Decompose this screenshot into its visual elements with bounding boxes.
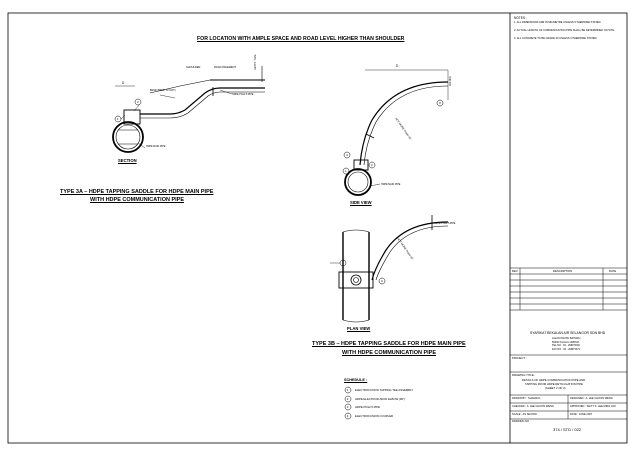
date-header: DATE <box>609 268 617 273</box>
saddle-band-plan <box>338 271 374 289</box>
schedule-item: ELECTROFUSION TAPPING TEE ASSEMBLY <box>355 387 414 392</box>
bend-label: BEND (BEND TO SUIT) <box>150 89 176 92</box>
schedule-no: 2 <box>346 396 349 401</box>
shoulder-label: SHOULDER <box>186 66 201 69</box>
note-1: 1. ALL DIMENSIONS ARE IN MILIMETRE UNLES… <box>514 21 602 24</box>
schedule-no: 3 <box>346 404 349 409</box>
balloon-num: 3 <box>439 100 441 105</box>
hdpe-pipe-label-3a: HDPE PN12.5 PIPE <box>232 93 254 96</box>
type-3b-title-line2: WITH HDPE COMMUNICATION PIPE <box>342 350 437 356</box>
designed-by: DESIGNED : A. LEE CHOON WENG <box>570 396 613 400</box>
depth-label: DEPTH / SIZE <box>254 54 257 70</box>
date: DATE : JUNE 2007 <box>570 412 593 416</box>
scale: SCALE : AS SHOWN <box>512 412 537 416</box>
notes-title: NOTES : <box>514 16 527 20</box>
schedule-no: 4 <box>346 413 349 418</box>
balloon-num: 1 <box>117 116 119 121</box>
address-line: 59200 KUALA LUMPUR. <box>552 340 580 344</box>
shoulder-line <box>149 79 211 94</box>
dim-d-label-side: D <box>396 64 399 68</box>
balloon-num: 3 <box>381 278 383 283</box>
sheet-border <box>7 12 628 444</box>
tapping-tee-3a <box>123 109 141 125</box>
schedule-item: HDPE PN12.5 PIPE <box>355 404 381 409</box>
note-2: 2. ACTUAL LENGTH OF COMMUNICATION PIPE S… <box>514 29 615 32</box>
type-3a-title-line2: WITH HDPE COMMUNICATION PIPE <box>90 197 185 203</box>
section-label: SECTION <box>118 158 137 163</box>
rev-header: REV <box>512 268 518 273</box>
top-right-dim: 300 MIN <box>449 76 452 86</box>
schedule-balloons <box>344 386 352 420</box>
plan-view-3b <box>330 215 449 323</box>
hdpe-pipe-label-plan: HDPE PN12.5 PIPE <box>434 222 456 225</box>
hdpe-main-pipe-label-3a: HDPE MAIN PIPE <box>146 145 166 148</box>
top-heading: FOR LOCATION WITH AMPLE SPACE AND ROAD L… <box>197 36 405 42</box>
communication-pipe-side <box>359 81 449 166</box>
main-pipe-section-3a <box>112 121 144 153</box>
drawing-title-line: DETAILS OF HDPE COMMUNICATION PIPE AND <box>522 378 586 382</box>
schedule-item: HDPE ELECTROFUSION ELBOW (90°) <box>355 396 406 401</box>
balloon-num: 1 <box>342 260 344 265</box>
balloon-num: 4 <box>346 152 348 157</box>
coupler-side <box>365 133 375 139</box>
drawn-by: DRAWN BY : SHAHRUL <box>512 396 541 400</box>
section-view-3a <box>112 66 265 153</box>
address-line: FAX NO : 03 - 2088 5371 <box>552 347 581 351</box>
dim-d-label: D <box>122 81 125 85</box>
type-3a-title-line1: TYPE 3A – HDPE TAPPING SADDLE FOR HDPE M… <box>60 189 214 195</box>
plan-view-label: PLAN VIEW <box>347 326 371 331</box>
balloon-side-2 <box>368 161 376 169</box>
note-3: 3. ALL CONCRETE TO BE GRADE 20 UNLESS OT… <box>514 37 598 40</box>
balloon-num: 2 <box>371 162 373 167</box>
communication-pipe-3a <box>140 87 265 115</box>
approved-by: APPROVED : SHITT K. LEE MING HOI <box>570 404 616 408</box>
balloon-num: 2 <box>137 99 139 104</box>
address-line: JALAN PANTAI BAHARU, <box>552 337 581 340</box>
drawing-no: 374 / STD / 022 <box>553 427 582 432</box>
checked-by: CHECKED : A. LEE CHOON WENG <box>512 404 554 408</box>
side-view-3a <box>342 69 449 196</box>
balloon-side-4 <box>343 151 351 159</box>
description-header: DESCRIPTION <box>553 268 573 273</box>
project-label: PROJECT : <box>512 356 527 360</box>
drawing-title-line: TAPPING FROM HDPE RETICULATION PIPE <box>525 382 583 386</box>
drawing-title-line: (SHEET 2 OF 3) <box>545 386 566 390</box>
schedule-item: ELECTROFUSION COUPLER <box>355 413 394 418</box>
main-pipe-side <box>344 168 372 196</box>
address-line: TEL NO : 03 - 2088 5000 <box>552 344 580 347</box>
side-view-label: SIDE VIEW <box>350 200 372 205</box>
hdpe-main-pipe-label-side: HDPE MAIN PIPE <box>381 183 401 186</box>
balloon-side-3 <box>436 99 444 107</box>
company-name: SYARIKAT BEKALAN AIR SELANGOR SDN BHD <box>530 331 606 335</box>
type-3b-title-line1: TYPE 3B – HDPE TAPPING SADDLE FOR HDPE M… <box>312 341 466 347</box>
communication-pipe-plan <box>371 221 449 281</box>
drawing-title-label: DRAWING TITLE : <box>512 373 536 377</box>
title-block-grid <box>510 267 627 420</box>
balloon-side-1 <box>342 167 350 175</box>
schedule-title: SCHEDULE : <box>344 378 368 382</box>
balloon-3a-1 <box>134 98 142 106</box>
road-pavement-label: ROAD PAVEMENT <box>214 66 237 69</box>
drawing-no-label: DRAWING NO : <box>512 420 531 423</box>
schedule-no: 1 <box>346 387 349 392</box>
balloon-plan-2 <box>378 277 386 285</box>
balloon-num: 1 <box>345 168 347 173</box>
